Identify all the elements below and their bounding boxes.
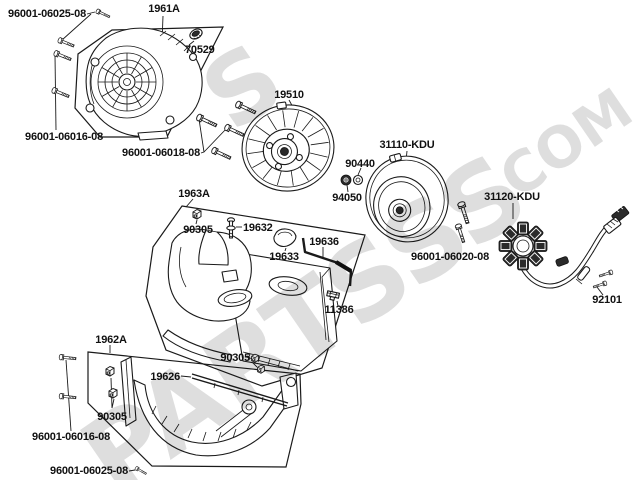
outline-box-1961a xyxy=(74,26,224,138)
clip-90305-drawing xyxy=(105,366,115,377)
callout-washer: 90440 xyxy=(345,158,375,170)
callout-bolt-06018: 96001-06018-08 xyxy=(122,147,200,159)
callout-rod-19636: 19636 xyxy=(309,236,339,248)
callout-stator: 31120-KDU xyxy=(484,191,540,203)
callout-bolt-06020: 96001-06020-08 xyxy=(411,251,489,263)
callout-screw-92101: 92101 xyxy=(592,294,622,306)
seal-19626-drawing xyxy=(191,373,289,407)
callout-nut: 94050 xyxy=(332,192,362,204)
callout-bolt-06025-top: 96001-06025-08 xyxy=(8,8,86,20)
callout-clip-3: 90305 xyxy=(97,411,127,423)
callout-bolt-06025-bot: 96001-06025-08 xyxy=(50,465,128,477)
seal-19633-drawing xyxy=(273,228,297,247)
callout-bolt-06016-bot: 96001-06016-08 xyxy=(32,431,110,443)
fan-cover-drawing xyxy=(85,27,203,141)
condenser-drawing xyxy=(577,266,591,281)
screw-drawing xyxy=(598,269,614,279)
rotor-drawing xyxy=(365,153,449,243)
outline-box-1963a xyxy=(145,205,366,387)
rod-19636-drawing xyxy=(301,237,353,287)
bolt-19632-drawing xyxy=(226,217,236,239)
callout-shroud-lower: 1962A xyxy=(95,334,127,346)
outline-box-1962a xyxy=(87,351,302,468)
washer-90440-drawing xyxy=(352,174,364,186)
screw-drawing xyxy=(95,8,111,20)
callout-rotor: 31110-KDU xyxy=(379,139,434,151)
upper-shroud-drawing xyxy=(162,228,338,372)
bolt-drawing xyxy=(52,49,73,63)
bolt-drawing xyxy=(58,353,77,362)
grommet-70529-drawing xyxy=(189,28,203,40)
lower-shroud-drawing xyxy=(120,356,299,457)
callout-fan-cover: 1961A xyxy=(148,3,180,15)
stator-drawing xyxy=(498,205,630,289)
callout-clip-1: 90305 xyxy=(183,224,213,236)
bolt-drawing xyxy=(210,146,233,162)
callout-grommet: 70529 xyxy=(185,44,215,56)
callout-clip-2: 90305 xyxy=(220,352,250,364)
outline-boxes xyxy=(74,26,366,468)
bolt-drawing xyxy=(58,392,77,401)
callout-clip-11386: 11386 xyxy=(325,304,354,316)
flywheel-fan-drawing xyxy=(241,101,335,192)
bolt-drawing xyxy=(195,112,219,130)
clip-90305-drawing xyxy=(192,209,202,220)
wire-grommet xyxy=(555,256,569,267)
clip-11386-drawing xyxy=(326,290,341,301)
connector-drawing xyxy=(603,205,630,234)
bolt-drawing xyxy=(50,86,71,100)
callout-seal-19626: 19626 xyxy=(150,371,180,383)
callout-labels: 96001-06025-08 1961A 70529 19510 96001-0… xyxy=(8,3,622,477)
callout-bolt-19632: 19632 xyxy=(243,222,273,234)
bolt-drawing xyxy=(56,36,76,49)
watermark-suffix-text: .COM xyxy=(471,76,640,223)
callout-bolt-06016-top: 96001-06016-08 xyxy=(25,131,103,143)
screw-drawing xyxy=(592,280,608,290)
nut-94050-drawing xyxy=(340,174,352,186)
callout-shroud-upper: 1963A xyxy=(178,188,210,200)
callout-seal-19633: 19633 xyxy=(269,251,299,263)
callout-fan-flywheel: 19510 xyxy=(274,89,304,101)
